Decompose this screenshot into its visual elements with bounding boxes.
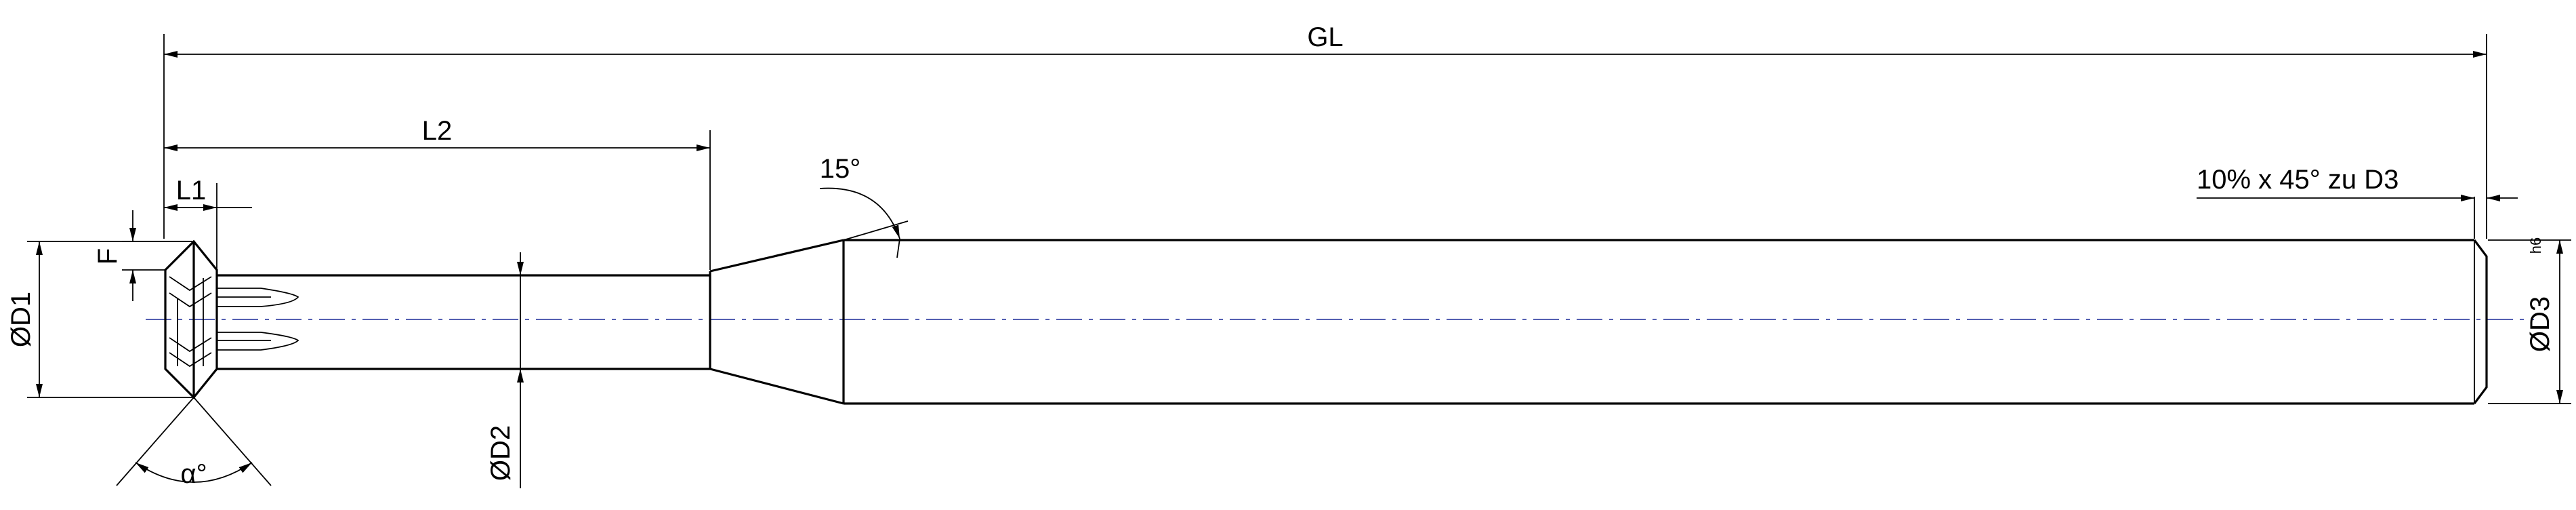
l2-label: L2 [422, 116, 453, 146]
d3-label: ØD3 [2525, 296, 2555, 352]
dimension-gl: GL [163, 22, 2487, 239]
dimension-d2: ØD2 [486, 252, 524, 488]
chamfer-note: 10% x 45° zu D3 [2197, 165, 2518, 239]
taper-top [709, 239, 844, 273]
dimension-l1: L1 [164, 176, 252, 269]
d3-tolerance-label: h6 [2527, 237, 2544, 254]
angle-15: 15° [820, 154, 909, 258]
dimension-f: F [93, 210, 192, 301]
taper-bottom [709, 368, 844, 405]
d1-label: ØD1 [6, 292, 36, 347]
dimension-d3: ØD3 h6 [2488, 237, 2571, 404]
dimension-l2: L2 [164, 116, 711, 270]
alpha-label: α° [180, 459, 207, 489]
shank-end-chamfer [2473, 239, 2488, 404]
l1-label: L1 [176, 176, 207, 205]
gl-label: GL [1307, 22, 1343, 52]
angle-alpha: α° [116, 397, 272, 489]
dimension-d1: ØD1 [6, 241, 192, 398]
tool-outline [164, 239, 2488, 405]
cutter-flute-details [169, 276, 299, 368]
f-label: F [93, 248, 123, 264]
d2-label: ØD2 [486, 425, 516, 481]
angle-15-label: 15° [820, 154, 861, 184]
chamfer-note-label: 10% x 45° zu D3 [2197, 165, 2398, 195]
